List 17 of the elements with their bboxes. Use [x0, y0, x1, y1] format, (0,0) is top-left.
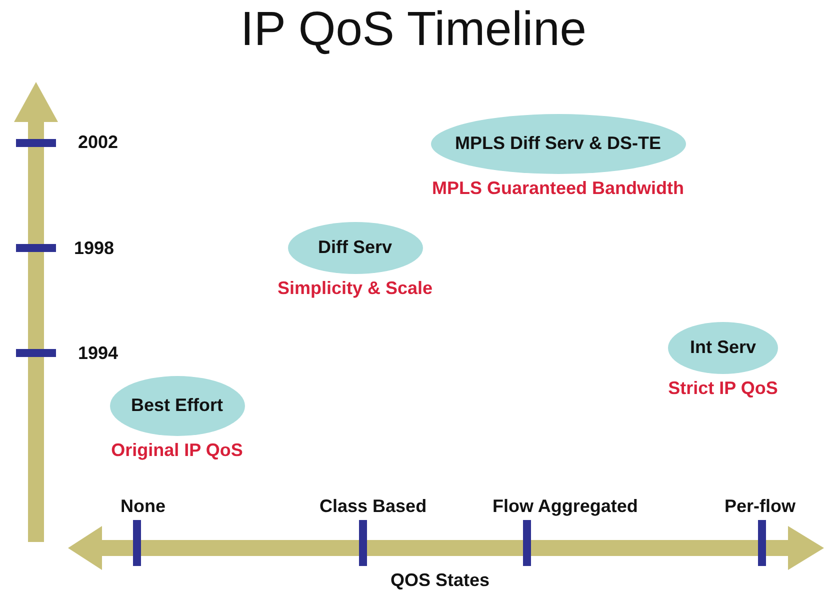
year-label: 2002 — [78, 132, 118, 153]
caption-text: MPLS Guaranteed Bandwidth — [432, 178, 684, 199]
caption-text: Strict IP QoS — [668, 378, 778, 399]
year-label: 1998 — [74, 238, 114, 259]
tick-label: Flow Aggregated — [492, 496, 638, 517]
ellipse-node: Int Serv — [668, 322, 778, 374]
tick-label: Per-flow — [724, 496, 796, 517]
ellipse-node: Diff Serv — [288, 222, 422, 274]
title: IP QoS Timeline — [240, 2, 588, 57]
caption-text: Simplicity & Scale — [277, 278, 433, 299]
ellipse-node: MPLS Diff Serv & DS-TE — [430, 114, 686, 174]
caption-text: Original IP QoS — [111, 440, 243, 461]
tick-label: None — [120, 496, 166, 517]
tick-label: Class Based — [320, 496, 427, 517]
axis-title: QOS States — [390, 570, 490, 591]
year-label: 1994 — [78, 343, 118, 364]
ellipse-node: Best Effort — [110, 376, 244, 436]
